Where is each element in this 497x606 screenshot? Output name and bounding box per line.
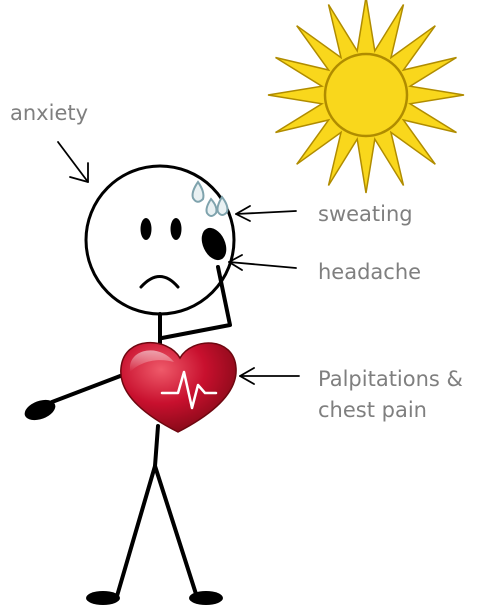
sun-icon xyxy=(268,0,464,193)
raised-hand xyxy=(197,224,231,264)
left-eye xyxy=(141,218,152,240)
headache-label: headache xyxy=(318,257,421,288)
sweat-drop xyxy=(207,199,217,216)
palpitations-label: Palpitations & chest pain xyxy=(318,364,497,426)
sun-disc xyxy=(325,54,407,136)
frown-mouth xyxy=(141,277,178,288)
right-leg xyxy=(155,466,196,594)
sweating-label: sweating xyxy=(318,199,413,230)
left-foot xyxy=(86,591,120,605)
lower-spine xyxy=(155,426,158,466)
anxiety-arrow xyxy=(58,142,88,182)
palpitations-arrow xyxy=(240,368,299,384)
left-leg xyxy=(117,466,155,596)
sweat-drop xyxy=(193,182,204,202)
right-eye xyxy=(171,218,182,240)
raised-arm xyxy=(162,267,230,338)
sweating-arrow xyxy=(236,206,296,221)
palpitations-label-line2: chest pain xyxy=(318,395,497,426)
annotation-arrows xyxy=(58,142,299,384)
anxiety-label: anxiety xyxy=(10,98,88,129)
sweat-drop xyxy=(218,197,228,215)
palpitations-label-line1: Palpitations & xyxy=(318,364,497,395)
headache-arrow xyxy=(229,255,296,270)
heart-icon xyxy=(121,343,236,432)
right-foot xyxy=(189,591,223,605)
